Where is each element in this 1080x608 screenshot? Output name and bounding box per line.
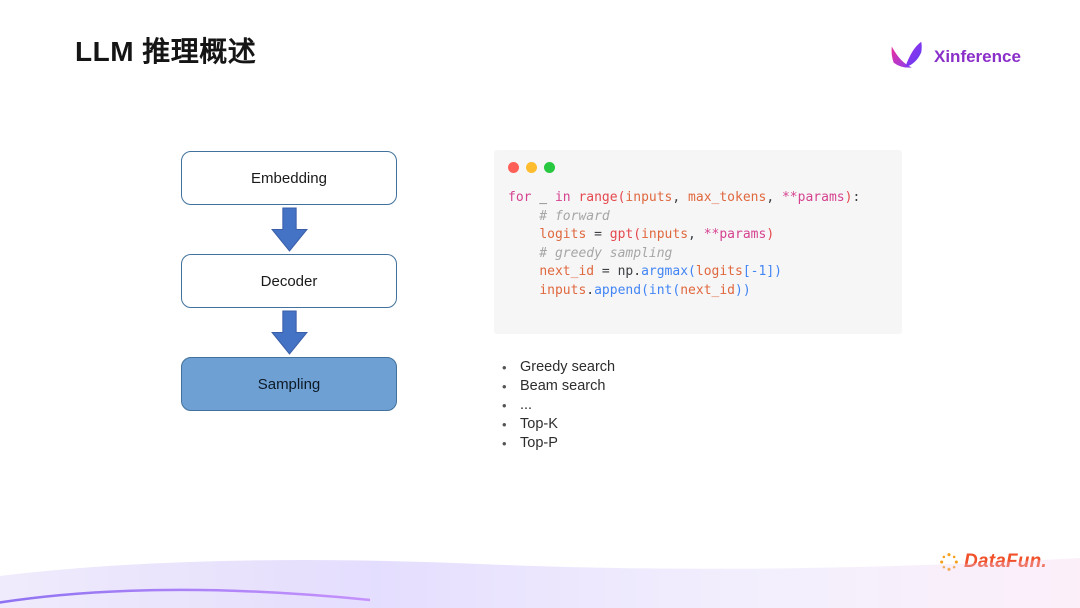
code-token [508,227,539,242]
code-token: np [617,264,634,279]
code-token: argmax [641,264,689,279]
datafun-logo-text: DataFun. [964,551,1047,572]
code-token: inputs [539,282,587,298]
code-token [508,283,539,298]
flow-node-embedding: Embedding [181,151,397,205]
window-dot-zoom [544,162,555,173]
code-token: . [633,264,642,279]
flow-node-decoder: Decoder [181,254,397,308]
window-dot-close [508,162,519,173]
code-token: = [594,264,618,279]
code-line: next_id = np.argmax(logits[-1]) [508,263,888,282]
code-token: int [648,282,673,298]
code-token: , [688,227,704,242]
datafun-icon [940,553,958,571]
code-token: for [508,190,532,205]
code-token: -1 [750,264,767,279]
code-token: ( [672,282,681,298]
slide-title: LLM 推理概述 [75,36,257,67]
code-token: next_id [539,264,595,279]
code-token: **params [703,227,767,242]
down-arrow-icon [270,207,308,252]
code-token: # forward [508,208,610,224]
code-token: ) [844,190,853,205]
code-line: # greedy sampling [508,245,888,264]
code-token [508,264,539,279]
code-token: range [578,190,618,205]
code-window: for _ in range(inputs, max_tokens, **par… [494,150,902,334]
datafun-logo: DataFun. [938,551,1047,573]
xinference-icon [891,41,922,68]
code-line: for _ in range(inputs, max_tokens, **par… [508,189,888,208]
code-token: = [586,227,610,242]
xinference-logo-text: Xinference [934,47,1021,66]
code-token: ) [774,264,782,279]
code-token: ( [633,227,642,242]
sampling-methods-list: Greedy searchBeam search...Top-KTop-P [496,358,615,453]
sampling-method-item: Top-K [496,415,615,434]
code-token: **params [781,190,845,205]
sampling-method-item: Greedy search [496,358,615,377]
code-token: ] [766,264,775,279]
sampling-method-item: Beam search [496,377,615,396]
code-token: logits [539,227,587,242]
code-token: gpt [609,227,634,242]
code-token: logits [695,264,743,279]
flow-node-sampling: Sampling [181,357,397,411]
code-token: : [852,190,861,205]
code-line: # forward [508,208,888,227]
window-dot-minimize [526,162,537,173]
code-token: ) [766,227,775,242]
code-token: , [672,190,689,205]
code-block: for _ in range(inputs, max_tokens, **par… [508,189,888,300]
sampling-method-item: ... [496,396,615,415]
code-token: _ [531,190,555,205]
code-token: )) [735,282,751,298]
code-token: , [766,190,782,205]
xinference-logo: Xinference [888,38,1021,76]
code-token: inputs [625,190,673,205]
code-token: # greedy sampling [508,245,673,261]
down-arrow-icon [270,310,308,355]
code-token: inputs [641,227,689,242]
code-token: append [594,282,642,298]
code-token: in [554,190,571,205]
code-line: logits = gpt(inputs, **params) [508,226,888,245]
code-token: ( [617,190,626,205]
code-token: ( [641,282,649,298]
code-token: ( [688,264,696,279]
code-token: . [586,282,595,298]
code-token: max_tokens [688,190,767,205]
sampling-method-item: Top-P [496,434,615,453]
bottom-wave-decoration [0,558,1080,608]
code-token: next_id [680,282,736,298]
code-token: [ [742,264,751,279]
window-controls [508,162,888,173]
code-line: inputs.append(int(next_id)) [508,282,888,301]
